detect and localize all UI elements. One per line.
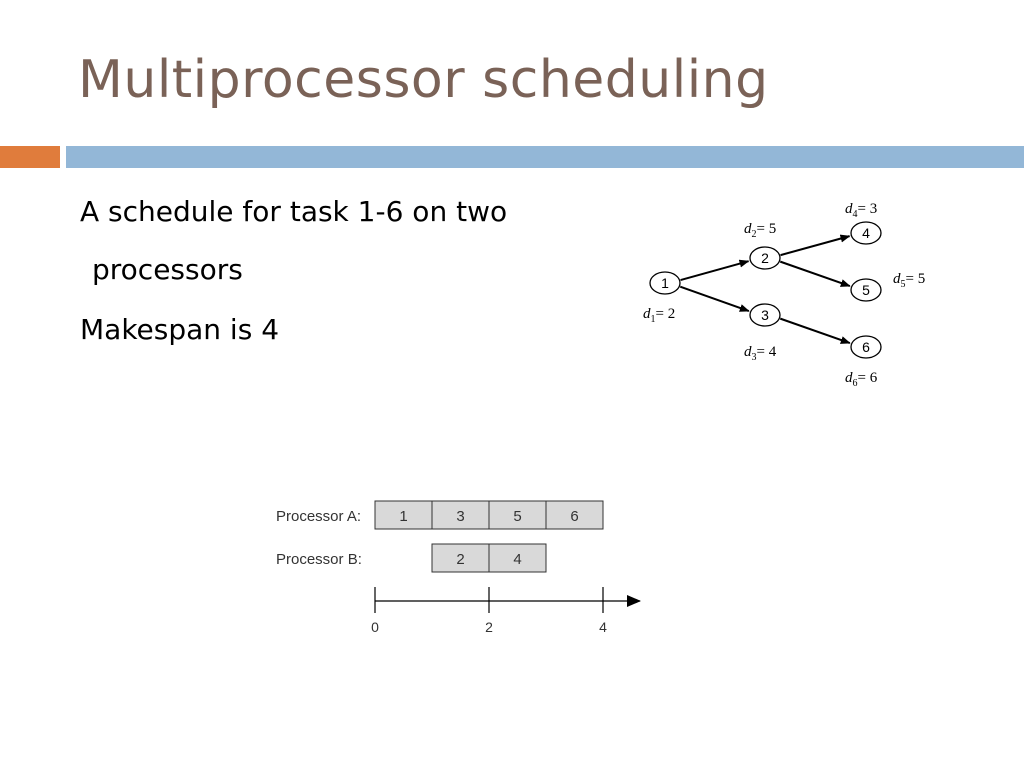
gantt-slot-label: 5 — [513, 508, 521, 525]
axis-tick-label: 0 — [371, 619, 379, 635]
task-node-2: 2 — [749, 246, 781, 270]
task-node-label: 2 — [761, 250, 769, 266]
gantt-slot-label: 2 — [456, 551, 464, 568]
deadline-label-4: d4= 3 — [845, 201, 877, 220]
slide-title: Multiprocessor scheduling — [78, 50, 769, 110]
gantt-slot-label: 3 — [456, 508, 464, 525]
gantt-slot-task-5 — [488, 500, 547, 530]
body-line-1: A schedule for task 1-6 on two — [80, 195, 508, 228]
gantt-slot-label: 6 — [570, 508, 578, 525]
task-node-label: 4 — [862, 225, 870, 241]
task-node-6: 6 — [850, 335, 882, 359]
deadline-label-2: d2= 5 — [744, 221, 776, 240]
axis-tick-label: 2 — [485, 619, 493, 635]
body-line-3: Makespan is 4 — [80, 313, 280, 346]
gantt-slot-label: 4 — [513, 551, 521, 568]
task-node-label: 6 — [862, 339, 870, 355]
deadline-label-6: d6= 6 — [845, 370, 878, 389]
gantt-slot-label: 1 — [399, 508, 407, 525]
processor-label: Processor B: — [276, 551, 362, 568]
task-node-label: 5 — [862, 282, 870, 298]
axis-tick-label: 4 — [599, 619, 607, 635]
edge-1-3 — [679, 285, 750, 312]
gantt-slot-task-2 — [431, 543, 490, 573]
task-node-1: 1 — [649, 271, 681, 295]
gantt-slot-task-3 — [431, 500, 490, 530]
gantt-slot-task-6 — [545, 500, 604, 530]
task-node-label: 3 — [761, 307, 769, 323]
task-node-label: 1 — [661, 275, 669, 291]
gantt-slot-task-4 — [488, 543, 547, 573]
gantt-slot-task-1 — [374, 500, 433, 530]
edge-1-2 — [680, 259, 750, 282]
processor-label: Processor A: — [276, 508, 361, 525]
edge-2-4 — [780, 234, 851, 257]
task-node-3: 3 — [749, 303, 781, 327]
deadline-label-1: d1= 2 — [643, 306, 675, 325]
deadline-label-5: d5= 5 — [893, 271, 925, 290]
body-line-2: processors — [92, 253, 243, 286]
task-node-4: 4 — [850, 221, 882, 245]
deadline-label-3: d3= 4 — [744, 344, 777, 363]
accent-bar-blue — [66, 146, 1024, 168]
accent-bar-orange — [0, 146, 60, 168]
task-node-5: 5 — [850, 278, 882, 302]
edge-3-6 — [779, 317, 851, 345]
edge-2-5 — [779, 260, 851, 288]
